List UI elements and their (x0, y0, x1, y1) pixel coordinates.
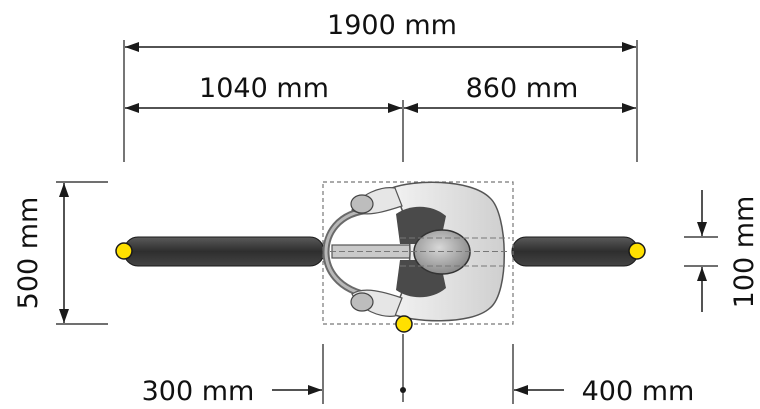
center-reference-dot (400, 387, 406, 393)
label-bar-width: 100 mm (729, 196, 760, 309)
label-total-length: 1900 mm (327, 10, 457, 41)
label-left-offset: 300 mm (142, 376, 255, 407)
marker-right-icon (628, 242, 646, 260)
dimension-arrows (59, 42, 707, 395)
right-bar (511, 236, 639, 267)
label-front-length: 1040 mm (199, 73, 329, 104)
marker-center-icon (395, 315, 413, 333)
extension-lines (56, 40, 718, 404)
reference-markers (115, 242, 646, 333)
rider-hand-lower (350, 292, 374, 312)
bars (123, 236, 639, 267)
marker-left-icon (115, 242, 133, 260)
label-right-offset: 400 mm (582, 376, 695, 407)
label-rear-length: 860 mm (466, 73, 579, 104)
rider-hand-upper (350, 194, 374, 214)
rider-bounding-box (322, 181, 514, 325)
label-overall-width: 500 mm (13, 197, 44, 310)
rider-illustration (322, 181, 510, 322)
left-bar (123, 236, 325, 267)
